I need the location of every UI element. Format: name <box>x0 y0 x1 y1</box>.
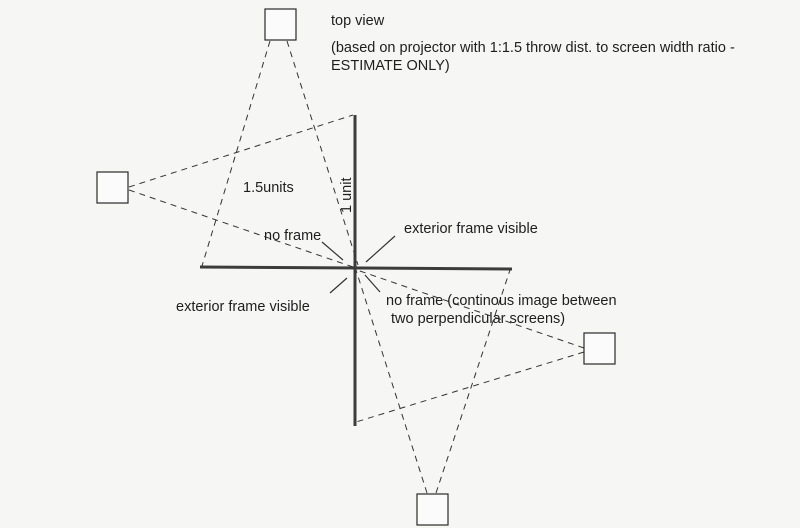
projector-left-icon <box>96 171 129 204</box>
diagram-title: top view <box>331 13 385 29</box>
no-frame-continuous-line2-label: two perpendicular screens) <box>391 311 565 327</box>
projection-cone-left <box>128 114 357 269</box>
no-frame-label: no frame <box>264 228 321 244</box>
no-frame-continuous-line1-label: no frame (continous image between <box>386 293 617 309</box>
diagram-subtitle-line2: ESTIMATE ONLY) <box>331 58 450 74</box>
diagram-subtitle-line1: (based on projector with 1:1.5 throw dis… <box>331 40 735 56</box>
projector-top-icon <box>264 8 297 41</box>
projection-cone-right <box>355 269 585 423</box>
screen-width-label: 1 unit <box>339 178 355 213</box>
corner-pointer-ticks <box>321 235 396 294</box>
throw-distance-label: 1.5units <box>243 180 294 196</box>
exterior-frame-visible-bottom-label: exterior frame visible <box>176 299 310 315</box>
exterior-frame-visible-top-label: exterior frame visible <box>404 221 538 237</box>
projector-bottom-icon <box>416 493 449 526</box>
projector-right-icon <box>583 332 616 365</box>
